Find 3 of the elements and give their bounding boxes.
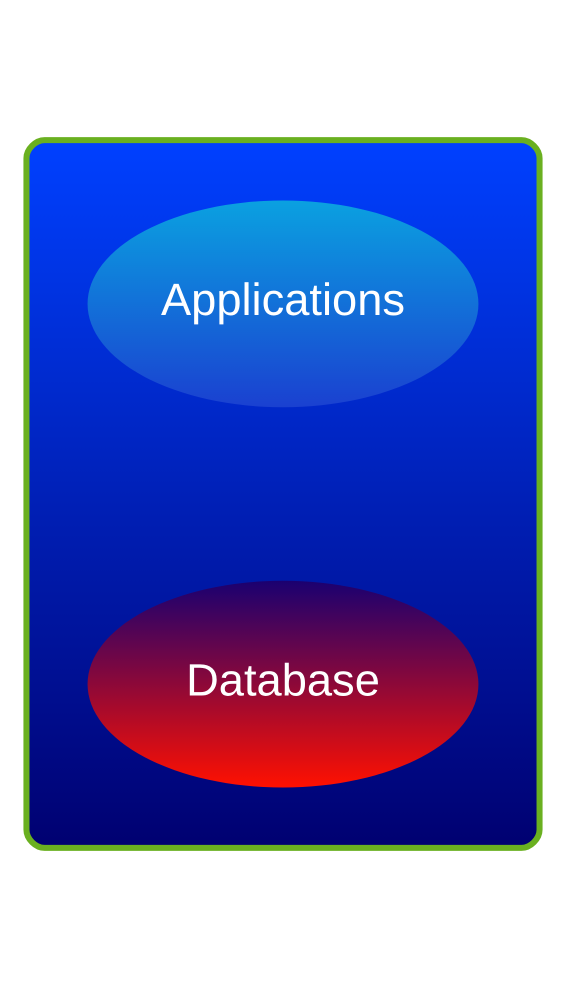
node-ellipse: Applications [88,200,478,408]
cluster [23,137,543,851]
node-ellipse: Database [88,580,478,788]
